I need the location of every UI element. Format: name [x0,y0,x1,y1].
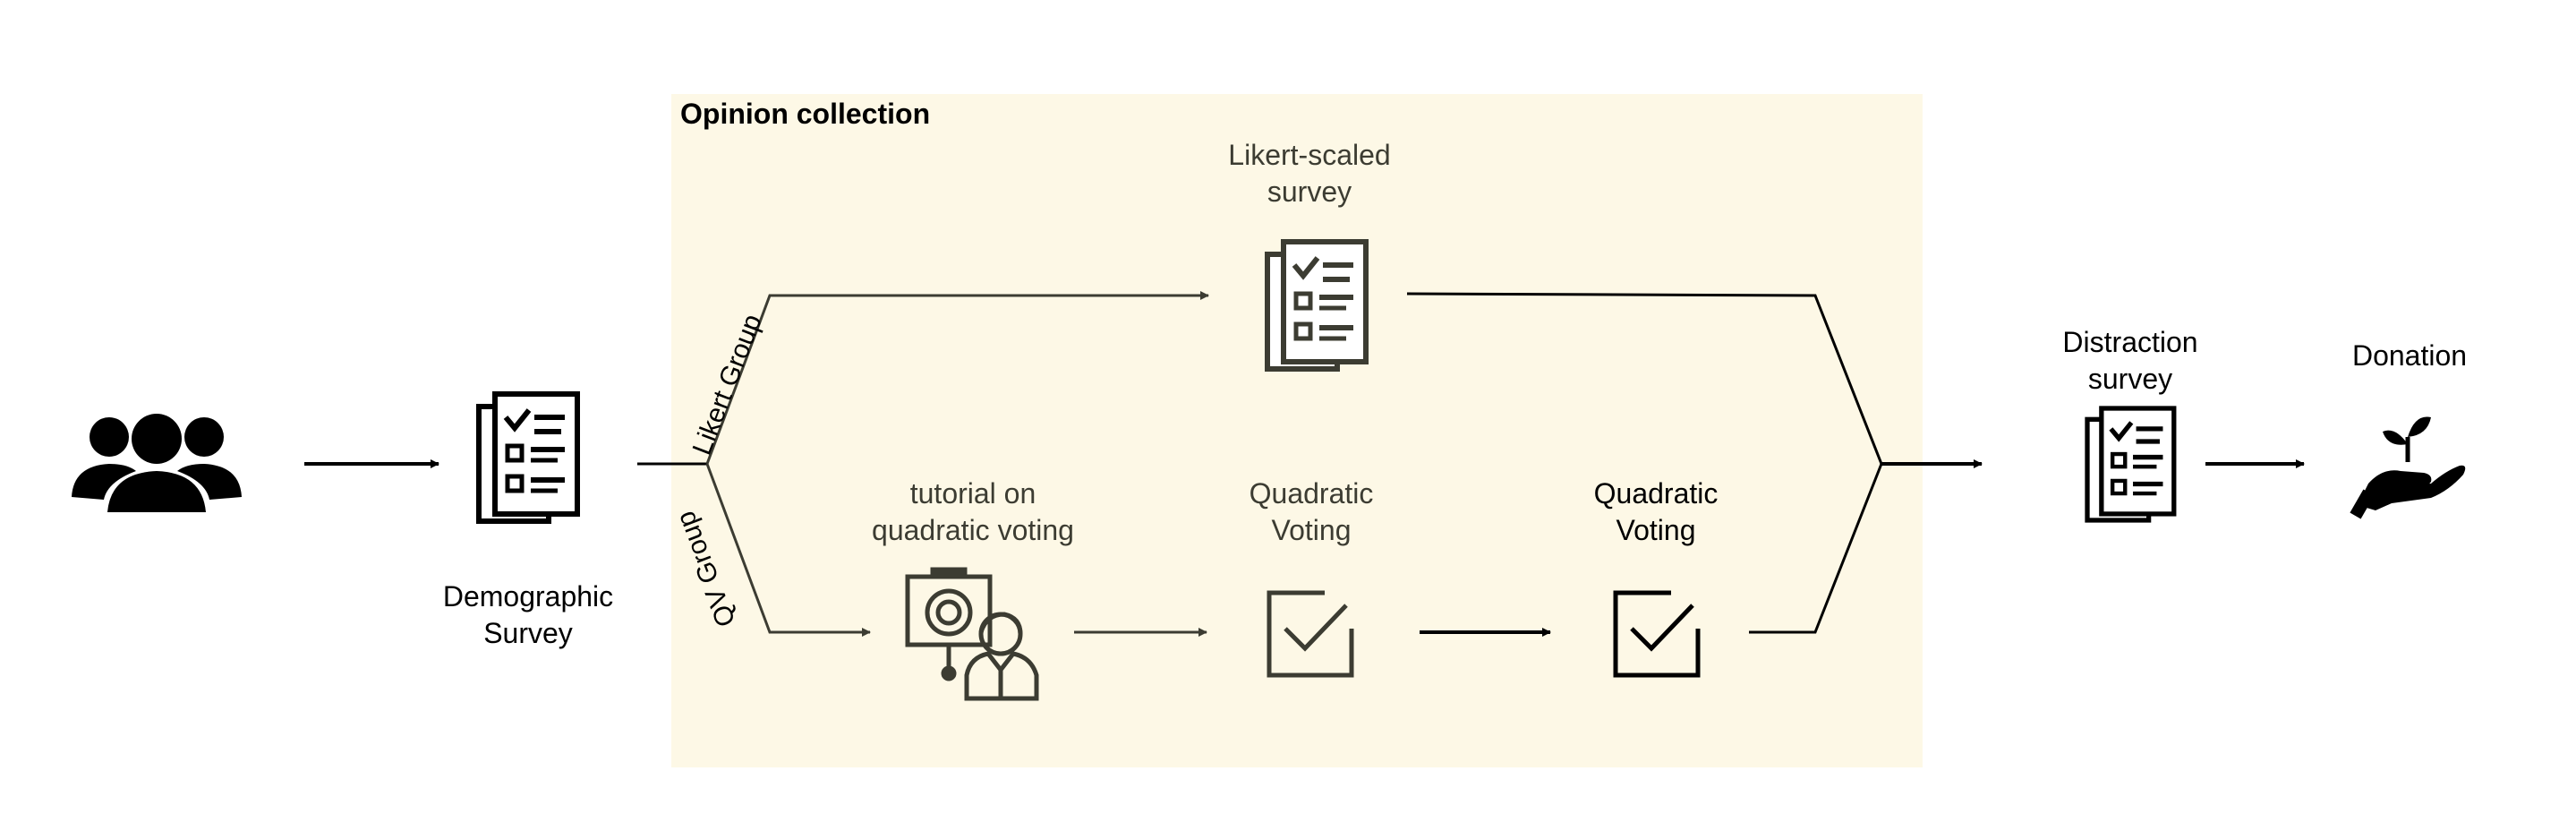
likert-survey-label-line1: Likert-scaled [1228,139,1390,171]
survey-icon [479,394,577,521]
presentation-icon [905,567,1039,701]
qv-final-label-line2: Voting [1616,514,1696,546]
qv-practice-label-line1: Quadratic [1250,477,1374,510]
likert-merge-line [1406,292,1883,465]
tutorial-label-line1: tutorial on [910,477,1036,510]
distraction-label-line1: Distraction [2062,326,2197,358]
demographic-label-line2: Survey [483,617,573,649]
region-title: Opinion collection [680,98,930,130]
group-icon [72,414,242,512]
likert-survey-label-line2: survey [1267,176,1352,208]
tutorial-label-line2: quadratic voting [872,514,1074,546]
demographic-label-line1: Demographic [443,580,613,613]
opinion-collection-region [671,94,1923,767]
survey-icon [1267,242,1366,369]
qv-branch-line [705,463,871,637]
qv-practice-label-line2: Voting [1272,514,1352,546]
donation-label: Donation [2352,339,2467,372]
distraction-label-line2: survey [2088,363,2172,395]
qv-merge-line [1749,463,1883,634]
likert-branch-line [705,291,1209,465]
donation-icon [2350,416,2466,519]
qv-final-label-line1: Quadratic [1594,477,1719,510]
survey-icon [2087,408,2174,520]
